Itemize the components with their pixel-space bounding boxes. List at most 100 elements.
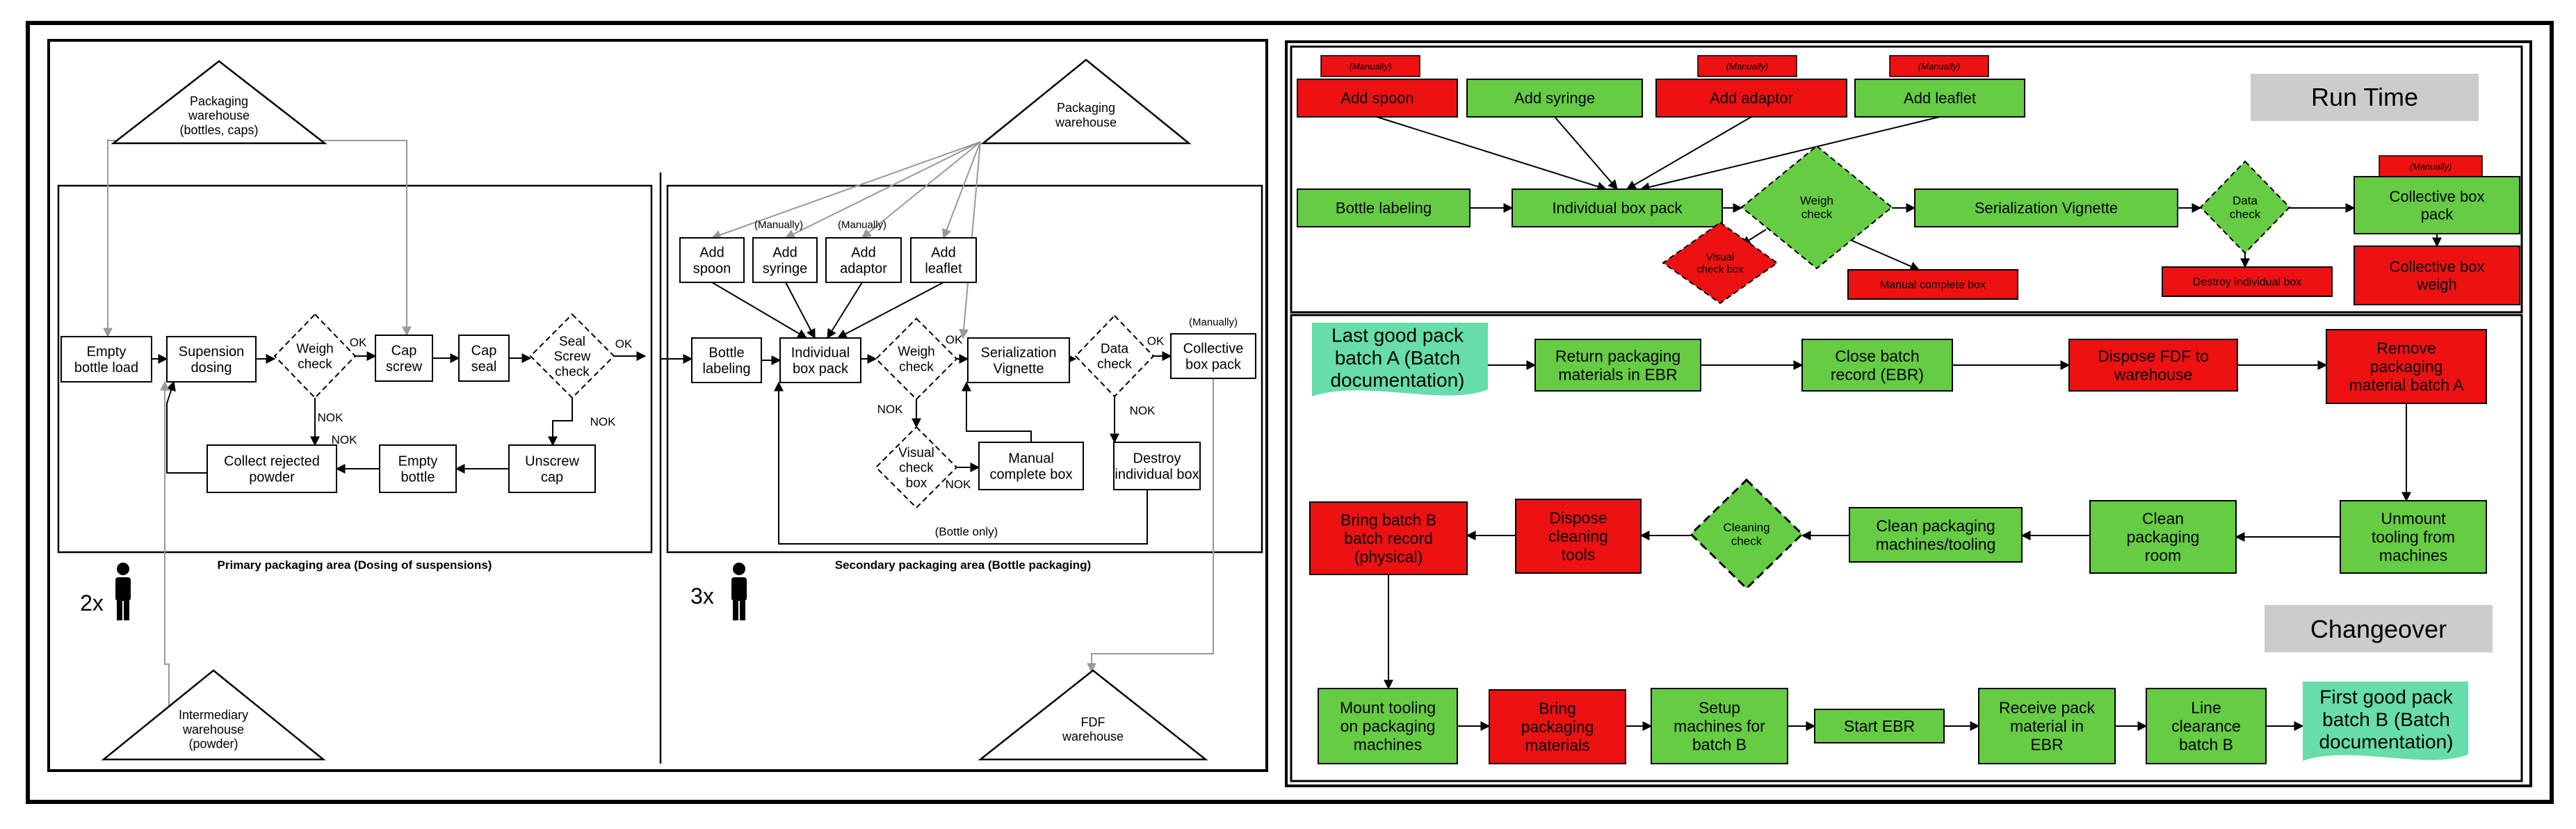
primary-weigh-check (273, 313, 357, 399)
secondary-staff-icon (731, 563, 747, 620)
rt-weigh-check (1740, 145, 1893, 270)
co-start-ebr (1814, 709, 1945, 743)
ok-label-weigh: OK (350, 336, 367, 349)
rt-add-leaflet-label: Add leaflet (1904, 90, 1976, 107)
primary-staff-count: 2x (80, 590, 104, 615)
changeover-title: Changeover (2310, 615, 2447, 643)
visual-check-box (875, 426, 958, 509)
rt-individual-box-pack-label: Individual box pack (1552, 200, 1683, 217)
cap-seal (458, 335, 510, 382)
manually-label-1: (Manually) (754, 219, 803, 231)
co-setup-machines (1651, 688, 1788, 764)
co-unmount-tooling (2340, 500, 2487, 574)
manually-tag-spoon (1320, 55, 1420, 77)
nok-label-sec-weigh: NOK (877, 403, 904, 416)
rt-manual-complete-box (1847, 269, 2018, 300)
bottle-labeling (691, 337, 762, 383)
manually-tag-leaflet-label: (Manually) (1918, 61, 1961, 72)
co-dispose-fdf (2068, 339, 2238, 392)
rt-bottle-labeling (1297, 188, 1471, 227)
rt-destroy-individual-box-label: Destroy individual box (2193, 277, 2302, 289)
add-leaflet (910, 237, 977, 283)
rt-add-adaptor-label: Add adaptor (1710, 90, 1793, 107)
nok-label-data: NOK (1130, 404, 1156, 417)
rt-collective-box-pack (2354, 176, 2520, 234)
co-clean-packaging-room (2089, 500, 2237, 574)
empty-bottle-load (60, 336, 152, 383)
run-time-section (1290, 45, 2523, 314)
edge-spoon-to-pack (711, 282, 808, 339)
edge-sealcheck-to-unscrew (548, 398, 573, 446)
rt-serialization-vignette (1914, 188, 2178, 227)
packaging-warehouse-secondary (980, 58, 1192, 145)
co-line-clearance (2146, 688, 2267, 764)
co-clean-packaging-machines (1849, 507, 2023, 563)
collect-rejected-powder (206, 444, 337, 493)
rt-edge-syringe-to-pack (1554, 116, 1618, 191)
edge-syringe-to-pack (785, 282, 816, 339)
manually-tag-collective-label: (Manually) (2410, 161, 2452, 172)
ok-label-seal: OK (615, 337, 633, 351)
co-first-good-pack-shape (2303, 682, 2468, 761)
primary-area (57, 184, 653, 554)
rt-edge-adaptor-to-pack (1626, 116, 1752, 190)
manually-label-3: (Manually) (1189, 316, 1238, 328)
bottle-only-label: (Bottle only) (935, 525, 998, 538)
seal-screw-check (529, 313, 615, 399)
unscrew-cap (508, 444, 596, 493)
ok-label-data: OK (1147, 335, 1165, 348)
nok-label-weigh: NOK (318, 411, 344, 424)
rt-edge-weigh-to-manual (1842, 236, 1920, 271)
rt-add-spoon (1297, 79, 1458, 118)
edge-wh-to-adaptor (861, 141, 981, 239)
add-adaptor (825, 237, 902, 283)
edge-intermediary-to-dosing (160, 380, 170, 723)
suspension-dosing (166, 336, 257, 383)
manually-tag-adaptor-label: (Manually) (1726, 61, 1769, 72)
collective-box-pack (1170, 333, 1256, 379)
edge-adaptor-to-pack (827, 282, 863, 339)
rt-visual-check-box (1662, 221, 1779, 305)
secondary-area-label: Secondary packaging area (Bottle packagi… (835, 558, 1091, 572)
rt-add-spoon-label: Add spoon (1340, 90, 1413, 107)
rt-individual-box-pack (1512, 188, 1723, 227)
changeover-title-bg (2265, 605, 2493, 652)
secondary-weigh-check (875, 317, 958, 401)
empty-bottle (379, 444, 457, 493)
rt-edge-leaflet-to-pack (1639, 116, 1941, 192)
nok-label-weigh-2: NOK (332, 433, 358, 446)
ok-label-sec-weigh: OK (946, 333, 963, 346)
edge-leaflet-to-pack (836, 282, 944, 339)
serialization-vignette (967, 337, 1070, 383)
